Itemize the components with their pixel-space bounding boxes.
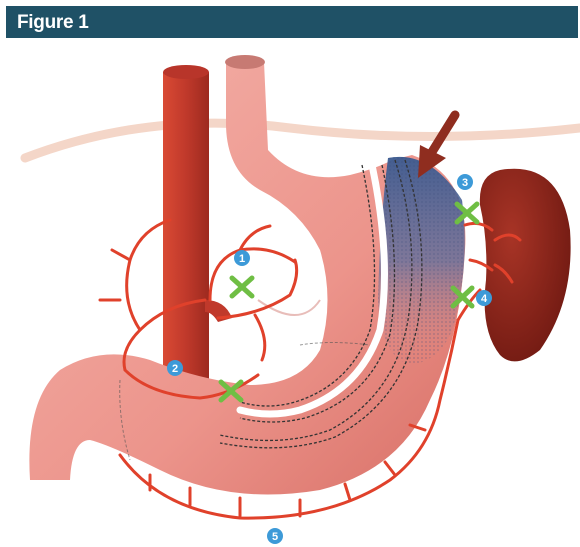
marker-3-label: 3 [462,177,468,189]
spleen [480,169,571,362]
ligation-x-1 [232,278,252,296]
aorta [163,65,232,412]
marker-1: 1 [234,250,250,266]
marker-2-label: 2 [172,363,178,375]
marker-5: 5 [267,528,283,544]
marker-2: 2 [167,360,183,376]
diaphragm-line [25,123,580,158]
marker-3: 3 [457,174,473,190]
marker-4-label: 4 [481,293,488,305]
esophagus [225,55,265,69]
marker-1-label: 1 [239,253,245,265]
marker-5-label: 5 [272,531,278,543]
marker-4: 4 [476,290,492,306]
